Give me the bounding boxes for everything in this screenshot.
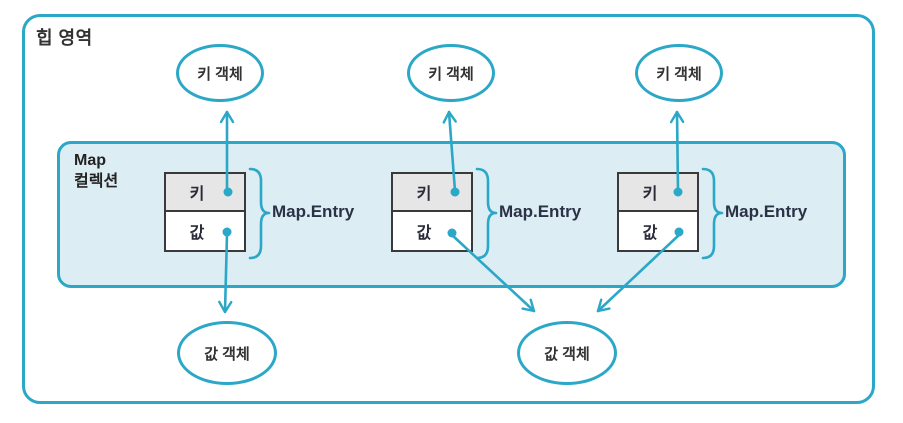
key-cell-label: 키: [189, 186, 205, 203]
map-collection-label-line1: Map: [74, 152, 106, 169]
key-cell: 키: [166, 174, 244, 212]
value-object-label: 값 객체: [204, 345, 250, 363]
key-cell-label: 키: [416, 186, 432, 203]
map-entry-box-3: 키 값: [617, 172, 699, 252]
value-cell-label: 값: [642, 225, 658, 242]
map-collection-label-line2: 컬렉션: [74, 173, 119, 190]
value-object-label: 값 객체: [544, 345, 590, 363]
key-object-ellipse-1: 키 객체: [176, 44, 264, 102]
heap-region-label: 힙 영역: [36, 28, 93, 48]
map-entry-box-2: 키 값: [391, 172, 473, 252]
value-object-ellipse-1: 값 객체: [177, 321, 277, 385]
key-object-ellipse-2: 키 객체: [407, 44, 495, 102]
value-cell-label: 값: [416, 225, 432, 242]
value-cell-label: 값: [189, 225, 205, 242]
key-object-ellipse-3: 키 객체: [635, 44, 723, 102]
map-entry-label-1: Map.Entry: [272, 202, 355, 221]
key-object-label: 키 객체: [428, 65, 474, 83]
key-cell: 키: [619, 174, 697, 212]
value-cell: 값: [619, 212, 697, 250]
map-entry-label-2: Map.Entry: [499, 202, 582, 221]
value-cell: 값: [166, 212, 244, 250]
map-entry-label-3: Map.Entry: [725, 202, 808, 221]
key-cell: 키: [393, 174, 471, 212]
map-entry-box-1: 키 값: [164, 172, 246, 252]
value-cell: 값: [393, 212, 471, 250]
key-object-label: 키 객체: [197, 65, 243, 83]
value-object-ellipse-2: 값 객체: [517, 321, 617, 385]
key-cell-label: 키: [642, 186, 658, 203]
key-object-label: 키 객체: [656, 65, 702, 83]
map-collection-label: Map 컬렉션: [74, 150, 118, 192]
